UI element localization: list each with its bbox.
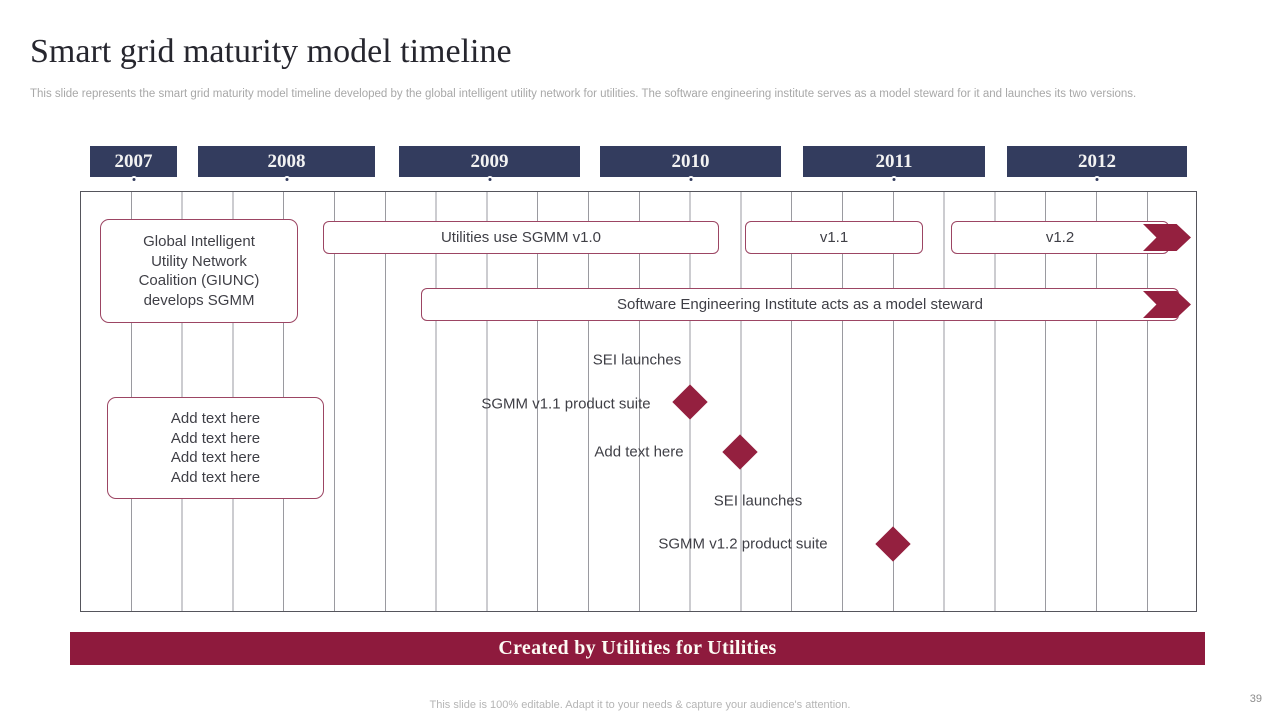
sgmm-v12-label: v1.2 [1045,229,1075,246]
year-label: 2011 [875,150,913,172]
placeholder-line[interactable]: Add text here [170,449,261,466]
year-label: 2008 [267,150,306,172]
giunc-label: Global Intelligent Utility Network Coali… [138,233,260,309]
year-box-2008: 2008 [198,146,375,183]
slide-title: Smart grid maturity model timeline [30,33,512,70]
add-text-placeholder-box[interactable]: Add text here Add text here Add text her… [107,397,324,499]
banner-text: Created by Utilities for Utilities [498,637,777,659]
year-box-2009: 2009 [399,146,580,183]
milestone3-line1: SEI launches [713,492,803,510]
milestone2-label[interactable]: Add text here [594,443,684,461]
year-marker-dot-icon [130,176,137,183]
sgmm-v11-bar[interactable]: v1.1 [745,221,923,254]
year-marker-dot-icon [1093,176,1101,183]
placeholder-line[interactable]: Add text here [170,468,261,486]
year-box-2012: 2012 [1007,146,1187,183]
year-marker-dot-icon [890,176,898,183]
year-box-2011: 2011 [803,146,985,183]
sgmm-v12-bar[interactable]: v1.2 [951,221,1169,254]
year-box-2010: 2010 [600,146,781,183]
page-number: 39 [1249,693,1262,705]
milestone1-line2: SGMM v1.1 product suite [481,395,651,413]
year-marker-dot-icon [486,176,493,183]
footer-note: This slide is 100% editable. Adapt it to… [429,699,851,711]
slide-subtitle: This slide represents the smart grid mat… [30,88,1137,100]
steward-bar[interactable]: Software Engineering Institute acts as a… [421,288,1179,321]
year-label: 2009 [470,150,509,172]
milestone1-line1: SEI launches [592,351,682,369]
year-marker-dot-icon [687,176,694,183]
bottom-banner: Created by Utilities for Utilities [70,632,1205,665]
year-box-2007: 2007 [90,146,177,183]
giunc-box[interactable]: Global Intelligent Utility Network Coali… [100,219,298,323]
year-label: 2010 [671,150,710,172]
sgmm-v10-label: Utilities use SGMM v1.0 [440,229,602,246]
sgmm-v10-bar[interactable]: Utilities use SGMM v1.0 [323,221,719,254]
year-label: 2012 [1078,150,1116,172]
steward-label: Software Engineering Institute acts as a… [616,296,984,313]
milestone3-line2: SGMM v1.2 product suite [658,535,828,553]
placeholder-line[interactable]: Add text here [170,410,261,427]
year-marker-dot-icon [283,176,290,183]
year-label: 2007 [114,150,153,172]
placeholder-line[interactable]: Add text here [170,429,261,447]
sgmm-v11-label: v1.1 [819,229,849,246]
